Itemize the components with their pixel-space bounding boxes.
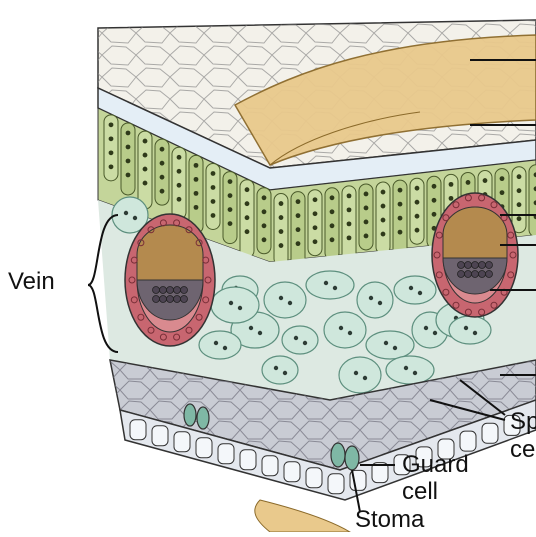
label-spongy-1: Sp [510,410,536,434]
label-vein: Vein [8,270,55,294]
vein-left [125,214,215,346]
label-guard-cell-2: cell [402,480,438,504]
label-spongy-2: ce [510,438,535,462]
label-stoma: Stoma [355,508,424,532]
label-guard-cell-1: Guard [402,453,469,477]
vein-right [432,193,518,317]
